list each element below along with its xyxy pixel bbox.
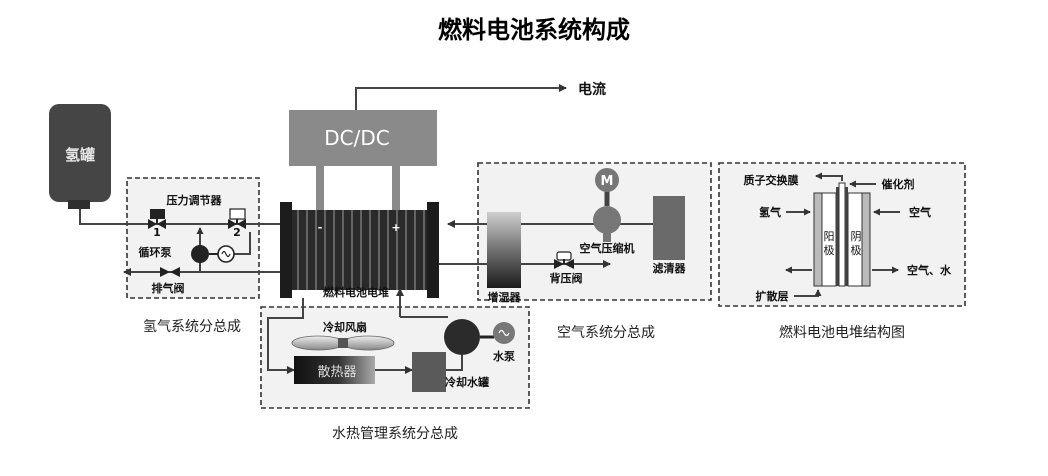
filter-label: 滤清器 (653, 261, 687, 275)
anode-full-label: 阳极 (0, 0, 2, 1)
stack-label: 燃料电池电堆 (322, 285, 389, 299)
stack-positive-label: + (391, 221, 400, 234)
current-label: 电流 (578, 81, 606, 98)
humidifier-label: 增湿器 (488, 290, 522, 304)
stack-negative-label: - (318, 221, 323, 234)
hydrogen-system-box (126, 177, 260, 299)
hydrogen-supply-line (79, 209, 288, 225)
dcdc-positive-lead (392, 166, 400, 210)
pump-motor-symbol-icon (221, 250, 231, 258)
valve-1 (148, 209, 166, 229)
compressor-motor (595, 168, 619, 192)
valve-2-label: 2 (233, 226, 241, 239)
filter (653, 196, 685, 260)
anode-label-2: 极 (824, 243, 835, 257)
coolant-loop-left (267, 298, 304, 374)
anode-label-1: 阳 (824, 230, 835, 243)
thermal-system-caption: 水热管理系统分总成 (332, 426, 458, 442)
valve-2 (228, 208, 246, 229)
air-label: 空气 (909, 205, 931, 219)
valve-1-label: 1 (153, 226, 161, 239)
back-pressure-valve-label: 背压阀 (550, 271, 583, 285)
exhaust-valve (160, 267, 180, 277)
hydrogen-tank-label: 氢罐 (65, 146, 95, 164)
air-system-caption: 空气系统分总成 (557, 325, 655, 341)
coolant-loop-right (446, 355, 463, 371)
air-water-label: 空气、水 (907, 263, 952, 277)
exhaust-valve-label: 排气阀 (152, 281, 185, 295)
circulation-pump-label: 循环泵 (139, 245, 172, 259)
diffusion-layer-label: 扩散层 (756, 289, 789, 303)
stack-structure-caption: 燃料电池电堆结构图 (779, 324, 905, 341)
air-compressor-label: 空气压缩机 (580, 241, 635, 255)
pressure-regulator-label: 压力调节器 (167, 193, 223, 207)
hydrogen-label: 氢气 (759, 205, 781, 219)
cathode-full-label: 阴极 (0, 0, 2, 1)
back-pressure-valve (554, 251, 574, 269)
motor-label: M (601, 174, 614, 189)
stack-structure (813, 182, 871, 287)
page-title: 燃料电池系统构成 (438, 15, 630, 44)
air-compressor (593, 206, 621, 234)
cooling-fan-label: 冷却风扇 (323, 320, 367, 334)
fuel-cell-stack (280, 202, 439, 298)
current-output-line (355, 84, 567, 110)
recirc-right-line (228, 232, 251, 255)
water-pump-motor-icon (498, 329, 510, 337)
humidifier (487, 212, 521, 288)
pem-label: 质子交换膜 (744, 173, 799, 187)
dcdc-negative-lead (316, 166, 324, 210)
dcdc-box (289, 110, 437, 166)
catalyst-label: 催化剂 (882, 177, 915, 191)
water-pump (444, 319, 480, 355)
hydrogen-system-caption: 氢气系统分总成 (143, 319, 241, 335)
dcdc-label: DC/DC (324, 126, 389, 150)
hydrogen-tank: 氢罐 (49, 104, 111, 209)
coolant-tank-label: 冷却水罐 (445, 375, 489, 389)
coolant-tank (412, 352, 446, 392)
radiator-label: 散热器 (317, 365, 356, 380)
cathode-label-1: 阴 (851, 230, 862, 243)
radiator (294, 356, 375, 384)
cathode-label-2: 极 (851, 243, 862, 257)
cooling-fan (291, 335, 395, 351)
circulation-pump (191, 245, 209, 263)
water-pump-label: 水泵 (493, 349, 515, 363)
